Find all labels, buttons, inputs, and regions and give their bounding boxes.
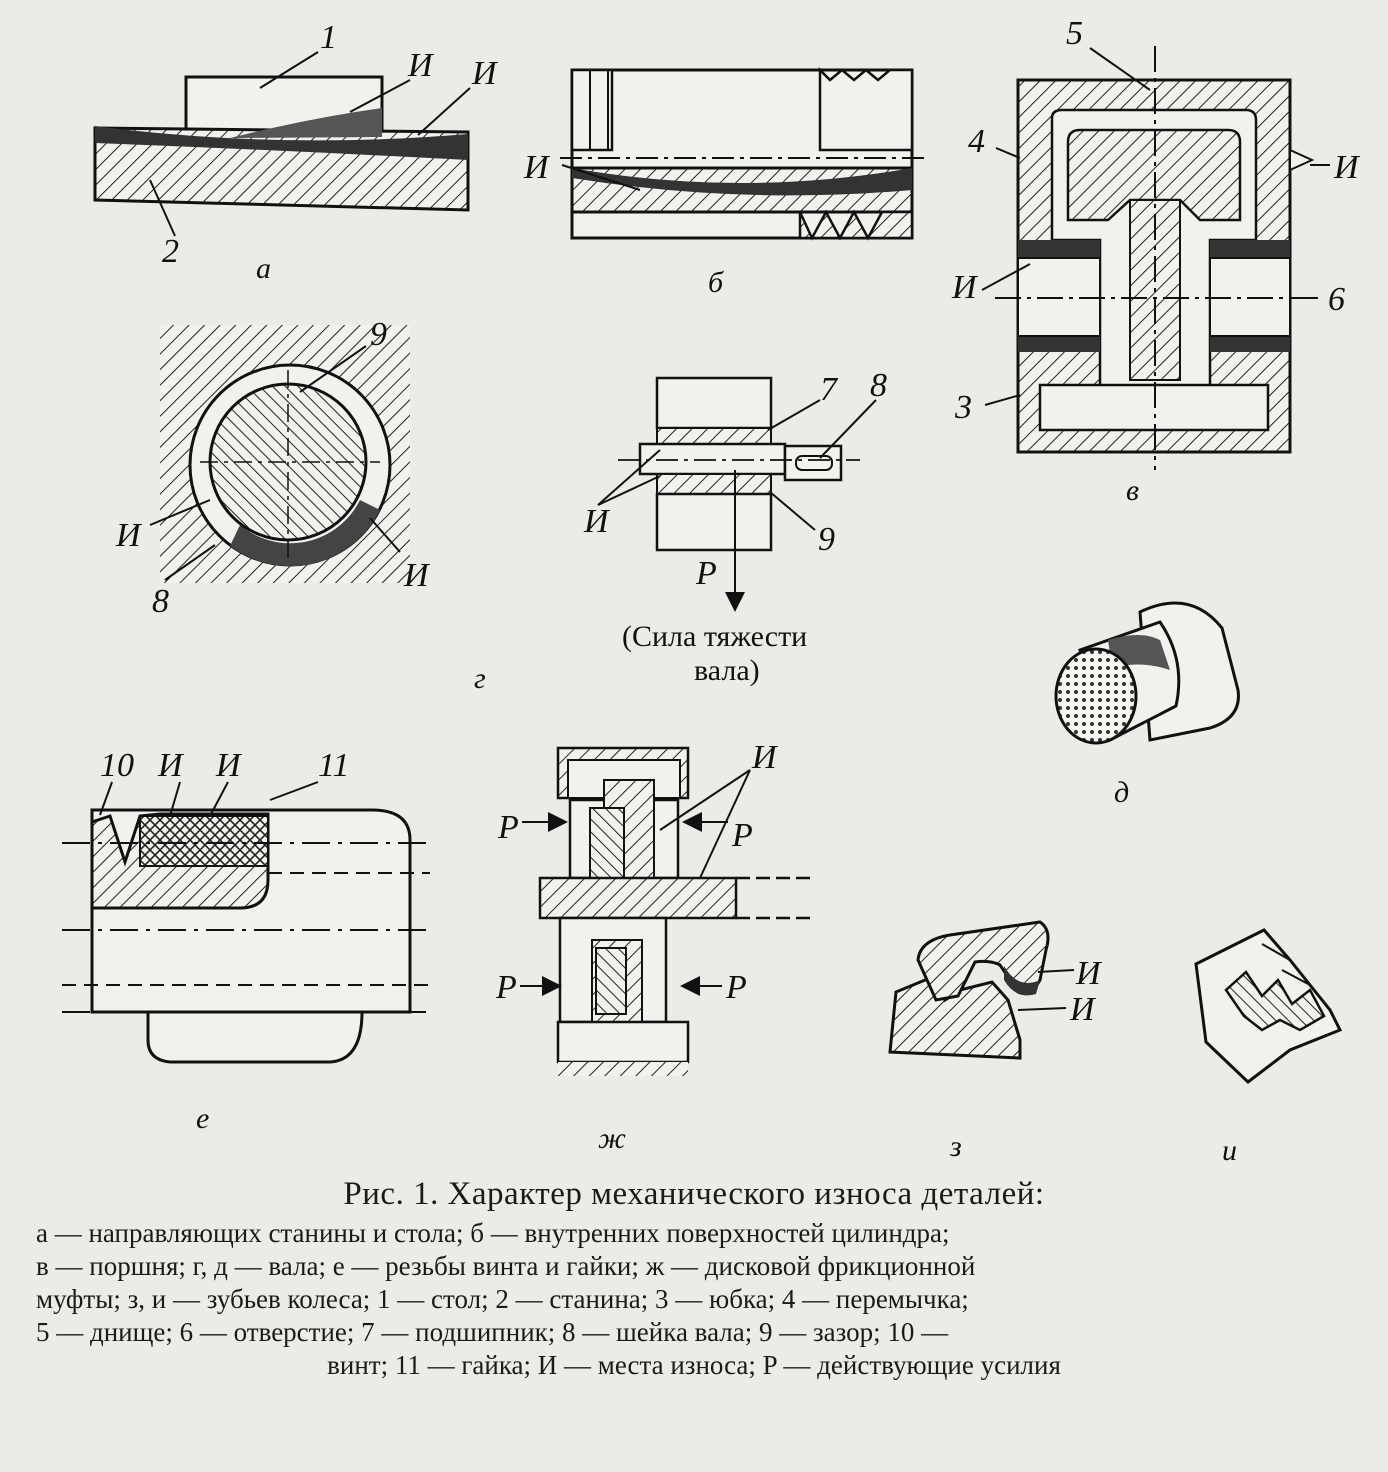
label-wear: И: [115, 517, 143, 554]
panel-z-gear-teeth: И И з: [888, 920, 1103, 1163]
subfigure-label-e: е: [196, 1102, 209, 1135]
caption-line: муфты; з, и — зубьев колеса; 1 — стол; 2…: [36, 1284, 969, 1314]
subfigure-label-a: а: [256, 252, 271, 285]
wear-zone-v: [1210, 240, 1290, 258]
label-wear: И: [157, 747, 185, 784]
force-note: (Сила тяжести: [622, 620, 807, 653]
shaft-journal: [638, 442, 787, 476]
thread-wear-zone: [139, 815, 269, 867]
panel-b-cylinder: И б: [523, 66, 928, 299]
label-8: 8: [870, 367, 887, 404]
force-label-p: P: [731, 817, 753, 854]
panel-g-shaft-section: 9 И 8 И: [115, 316, 431, 620]
label-wear: И: [1075, 955, 1103, 992]
subfigure-label-g: г: [474, 662, 486, 695]
friction-disk: [589, 807, 625, 879]
caption-line: винт; 11 — гайка; И — места износа; P — …: [327, 1350, 1061, 1380]
wear-figure: 1 И И 2 а И б: [62, 15, 1361, 1167]
label-wear: И: [1333, 149, 1361, 186]
wear-zone-b: [572, 168, 912, 196]
shaft-end-face: [1054, 647, 1138, 745]
wear-zone-a-table: [230, 108, 382, 138]
wear-zone-g: [230, 500, 380, 567]
label-10: 10: [100, 747, 134, 784]
panel-zh-clutch: И P P P P ж: [495, 739, 810, 1155]
panel-i-gear-teeth: и: [1194, 928, 1343, 1167]
panel-d-shaft: д: [1054, 601, 1240, 809]
figure-caption: Рис. 1. Характер механического износа де…: [36, 1178, 1352, 1382]
label-4: 4: [968, 123, 985, 160]
panel-a-guideways: 1 И И 2 а: [93, 19, 499, 285]
caption-line: в — поршня; г, д — вала; е — резьбы винт…: [36, 1251, 976, 1281]
force-label-p: P: [495, 969, 517, 1006]
label-wear: И: [215, 747, 243, 784]
wear-zone-a: [95, 126, 468, 160]
force-note: вала): [694, 654, 760, 687]
subfigure-label-i: и: [1222, 1134, 1237, 1167]
label-wear: И: [407, 47, 435, 84]
label-wear: И: [523, 149, 551, 186]
label-1: 1: [320, 19, 337, 56]
force-label-p: P: [497, 809, 519, 846]
label-wear: И: [583, 503, 611, 540]
label-3: 3: [954, 389, 972, 426]
label-11: 11: [318, 747, 349, 784]
panel-v-piston: 5 4 И И 6 3 в: [951, 15, 1361, 507]
label-5: 5: [1066, 15, 1083, 52]
subfigure-label-d: д: [1114, 776, 1129, 809]
panel-e-screw-nut: 10 И И 11 е: [62, 747, 430, 1135]
label-wear: И: [471, 55, 499, 92]
label-9: 9: [818, 521, 835, 558]
label-6: 6: [1328, 281, 1345, 318]
force-label-p: P: [725, 969, 747, 1006]
subfigure-label-b: б: [708, 266, 724, 299]
subfigure-label-zh: ж: [598, 1122, 626, 1155]
label-9: 9: [370, 316, 387, 353]
subfigure-label-v: в: [1126, 474, 1139, 507]
caption-line: а — направляющих станины и стола; б — вн…: [36, 1218, 950, 1248]
force-label-p: P: [695, 555, 717, 592]
caption-title: Рис. 1. Характер механического износа де…: [343, 1176, 1045, 1212]
label-wear: И: [1069, 991, 1097, 1028]
label-2: 2: [162, 233, 179, 270]
label-7: 7: [820, 371, 839, 408]
wear-zone-z: [1004, 966, 1040, 996]
wear-zone-v: [1018, 240, 1100, 258]
label-8: 8: [152, 583, 169, 620]
panel-g-bearing: 7 8 И 9 P (Сила тяжести вала) г: [474, 367, 887, 695]
label-wear: И: [751, 739, 779, 776]
subfigure-label-z: з: [949, 1130, 962, 1163]
caption-line: 5 — днище; 6 — отверстие; 7 — подшипник;…: [36, 1317, 949, 1347]
label-wear: И: [951, 269, 979, 306]
label-wear: И: [403, 557, 431, 594]
